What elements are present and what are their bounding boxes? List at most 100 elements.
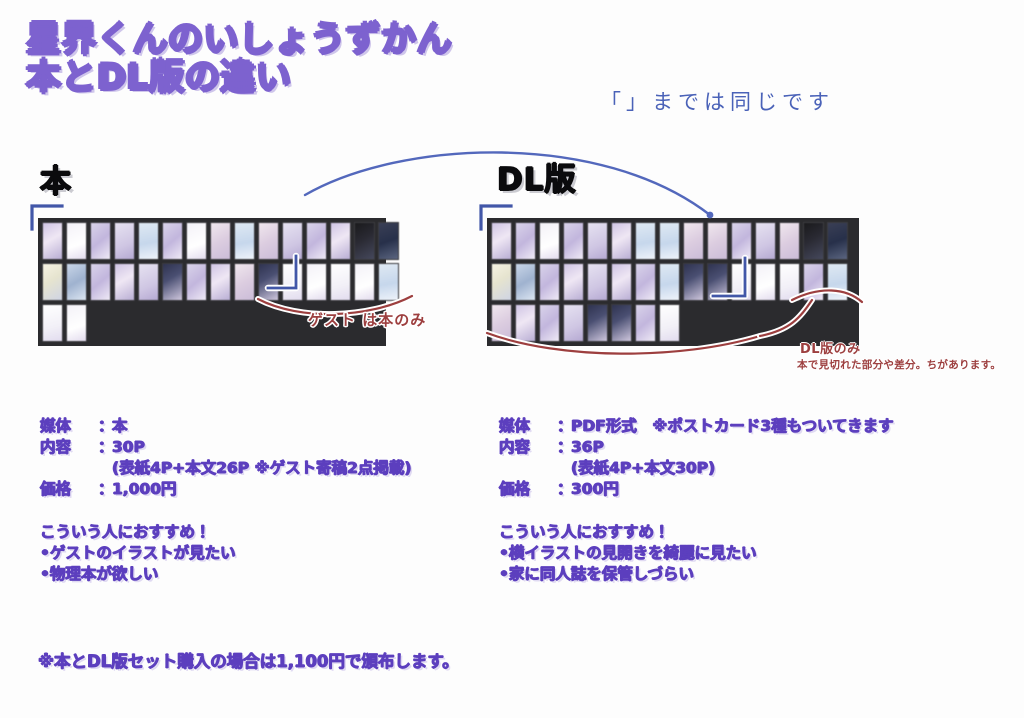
- detail-block-dl: 媒体 ： PDF形式 ※ポストカード3種もついてきます 内容 ： 36P (表紙…: [499, 416, 894, 585]
- thumbnail-cell: [330, 263, 351, 301]
- recommend-block-dl: こういう人におすすめ！ •横イラストの見開きを綺麗に見たい •家に同人誌を保管し…: [499, 522, 894, 585]
- thumbnail-cell: [138, 263, 159, 301]
- spec-label-content-dl: 内容: [499, 438, 531, 456]
- thumbnail-cell: [90, 222, 111, 260]
- annotation-dl-only: DL版のみ: [800, 342, 861, 357]
- spec-sep-media-book: ：: [98, 417, 114, 435]
- thumbnail-cell: [659, 222, 680, 260]
- spec-row-price-dl: 価格 ： 300円: [499, 479, 894, 500]
- thumbnail-cell: [611, 263, 632, 301]
- thumbnail-cell: [731, 263, 752, 301]
- spec-label-media-book: 媒体: [40, 417, 72, 435]
- annotation-dl-only-detail: 本で見切れた部分や差分。ちがあります。: [797, 359, 1002, 371]
- thumbnail-cell: [186, 222, 207, 260]
- annotation-guest-book-only: ゲスト は本のみ: [308, 311, 427, 329]
- spec-row-content-book: 内容 ： 30P: [40, 437, 411, 458]
- detail-block-book: 媒体 ： 本 内容 ： 30P (表紙4P+本文26P ※ゲスト寄稿2点掲載) …: [40, 416, 411, 585]
- thumbnail-cell: [138, 222, 159, 260]
- title-line-2: 本とDL版の違い: [26, 57, 292, 98]
- spec-label-media-dl: 媒体: [499, 417, 531, 435]
- thumbnail-cell: [162, 263, 183, 301]
- thumbnail-row: [42, 263, 399, 301]
- thumbnail-cell: [491, 263, 512, 301]
- thumbnail-cell: [42, 304, 63, 342]
- thumbnail-row: [42, 304, 383, 342]
- thumbnail-cell: [162, 222, 183, 260]
- thumbnail-row: [491, 263, 856, 301]
- thumbnail-cell: [42, 222, 63, 260]
- spec-sep-media-dl: ：: [557, 417, 573, 435]
- spec-row-media-dl: 媒体 ： PDF形式 ※ポストカード3種もついてきます: [499, 416, 894, 437]
- thumbnail-cell: [210, 263, 231, 301]
- thumbnail-cell: [659, 304, 680, 342]
- title-line-1: 星界くんのいしょうずかん: [26, 20, 453, 60]
- thumbnail-cell: [587, 304, 608, 342]
- thumbnail-row: [491, 222, 856, 260]
- thumbnail-cell: [306, 222, 327, 260]
- thumbnail-cell: [827, 222, 848, 260]
- thumbnail-cell: [354, 263, 375, 301]
- thumbnail-cell: [114, 222, 135, 260]
- thumbnail-panel-dl: [487, 218, 859, 346]
- thumbnail-cell: [779, 263, 800, 301]
- spec-label-price-book: 価格: [40, 480, 72, 498]
- thumbnail-cell: [779, 222, 800, 260]
- spec-sep-content-dl: ：: [557, 438, 573, 456]
- thumbnail-cell: [378, 263, 399, 301]
- thumbnail-cell: [683, 222, 704, 260]
- thumbnail-cell: [755, 263, 776, 301]
- thumbnail-cell: [282, 222, 303, 260]
- spec-label-price-dl: 価格: [499, 480, 531, 498]
- thumbnail-cell: [827, 263, 848, 301]
- thumbnail-cell: [587, 222, 608, 260]
- thumbnail-cell: [306, 263, 327, 301]
- recommend-heading-dl: こういう人におすすめ！: [499, 523, 670, 541]
- thumbnail-cell: [635, 263, 656, 301]
- recommend-item-dl-1: •横イラストの見開きを綺麗に見たい: [499, 544, 757, 562]
- thumbnail-row: [491, 304, 856, 342]
- thumbnail-cell: [587, 263, 608, 301]
- spec-row-price-book: 価格 ： 1,000円: [40, 479, 411, 500]
- spec-value-price-dl: 300円: [571, 480, 619, 498]
- thumbnail-cell: [330, 222, 351, 260]
- recommend-item-book-2: •物理本が欲しい: [40, 565, 159, 583]
- thumbnail-cell: [611, 222, 632, 260]
- thumbnail-cell: [491, 222, 512, 260]
- page-title: 星界くんのいしょうずかん 本とDL版の違い: [26, 20, 453, 98]
- footer-set-price-note: ※本とDL版セット購入の場合は1,100円で頒布します。: [38, 652, 459, 671]
- thumbnail-cell: [114, 263, 135, 301]
- recommend-item-dl-2: •家に同人誌を保管しづらい: [499, 565, 694, 583]
- thumbnail-cell: [635, 304, 656, 342]
- thumbnail-cell: [378, 222, 399, 260]
- spec-value-media-book: 本: [112, 417, 128, 435]
- thumbnail-cell: [803, 222, 824, 260]
- thumbnail-row: [42, 222, 399, 260]
- thumbnail-panel-book: [38, 218, 399, 346]
- spec-subnote-book: (表紙4P+本文26P ※ゲスト寄稿2点掲載): [112, 459, 412, 477]
- recommend-item-book-1: •ゲストのイラストが見たい: [40, 544, 236, 562]
- spec-subnote-dl: (表紙4P+本文30P): [571, 459, 716, 477]
- thumbnail-cell: [803, 263, 824, 301]
- thumbnail-cell: [66, 304, 87, 342]
- thumbnail-cell: [707, 222, 728, 260]
- spec-value-content-book: 30P: [112, 438, 145, 456]
- spec-label-content-book: 内容: [40, 438, 72, 456]
- thumbnail-cell: [659, 263, 680, 301]
- spec-sep-price-book: ：: [98, 480, 114, 498]
- thumbnail-cell: [258, 222, 279, 260]
- thumbnail-cell: [539, 304, 560, 342]
- thumbnail-cell: [258, 263, 279, 301]
- spec-value-price-book: 1,000円: [112, 480, 177, 498]
- thumbnail-cell: [611, 304, 632, 342]
- thumbnail-cell: [515, 304, 536, 342]
- thumbnail-cell: [755, 222, 776, 260]
- spec-row-media-book: 媒体 ： 本: [40, 416, 411, 437]
- recommend-heading-book: こういう人におすすめ！: [40, 523, 211, 541]
- thumbnail-cell: [491, 304, 512, 342]
- column-header-dl: DL版: [497, 162, 577, 198]
- thumbnail-cell: [515, 263, 536, 301]
- spec-row-content-dl: 内容 ： 36P: [499, 437, 894, 458]
- thumbnail-cell: [563, 304, 584, 342]
- recommend-block-book: こういう人におすすめ！ •ゲストのイラストが見たい •物理本が欲しい: [40, 522, 411, 585]
